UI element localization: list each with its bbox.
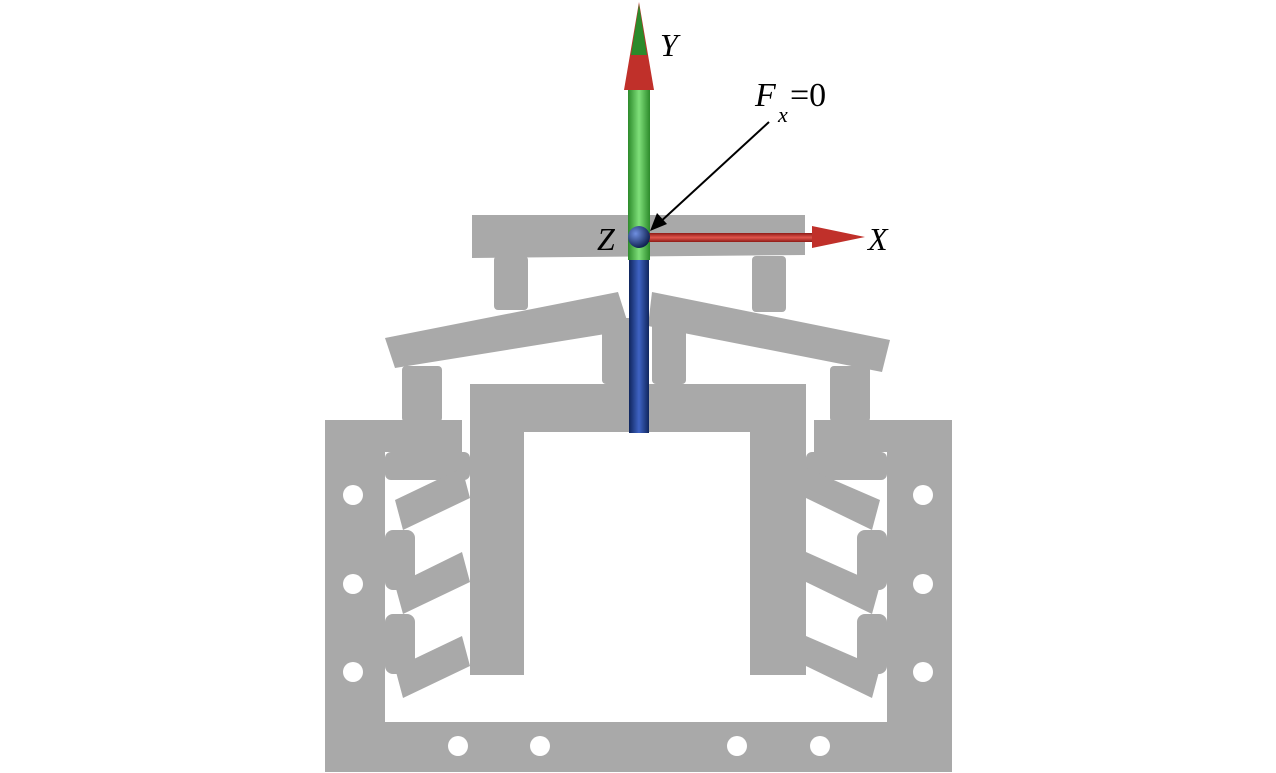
x-axis-shaft (640, 233, 820, 242)
force-symbol: F (754, 77, 777, 114)
right-side-flexures (806, 452, 887, 698)
x-axis-arrowhead (812, 226, 865, 248)
y-axis-shaft (628, 82, 650, 260)
outer-frame (325, 420, 952, 772)
right-lever (648, 292, 890, 372)
force-label: F x =0 (754, 77, 826, 127)
inner-stage (470, 384, 806, 675)
flexure-hinges-upper (402, 256, 870, 422)
coordinate-axes (624, 2, 865, 433)
left-side-flexures (385, 452, 470, 698)
x-axis-label: X (866, 221, 889, 257)
z-axis-origin (628, 226, 650, 248)
y-axis-label: Y (660, 27, 681, 63)
blue-post (629, 236, 649, 433)
mounting-holes (343, 485, 933, 756)
force-annotation-arrow (650, 121, 770, 231)
z-axis-label: Z (597, 221, 616, 257)
force-subscript: x (777, 102, 788, 127)
left-lever (385, 292, 630, 368)
force-value: =0 (790, 77, 826, 114)
mechanism-body (325, 215, 952, 772)
